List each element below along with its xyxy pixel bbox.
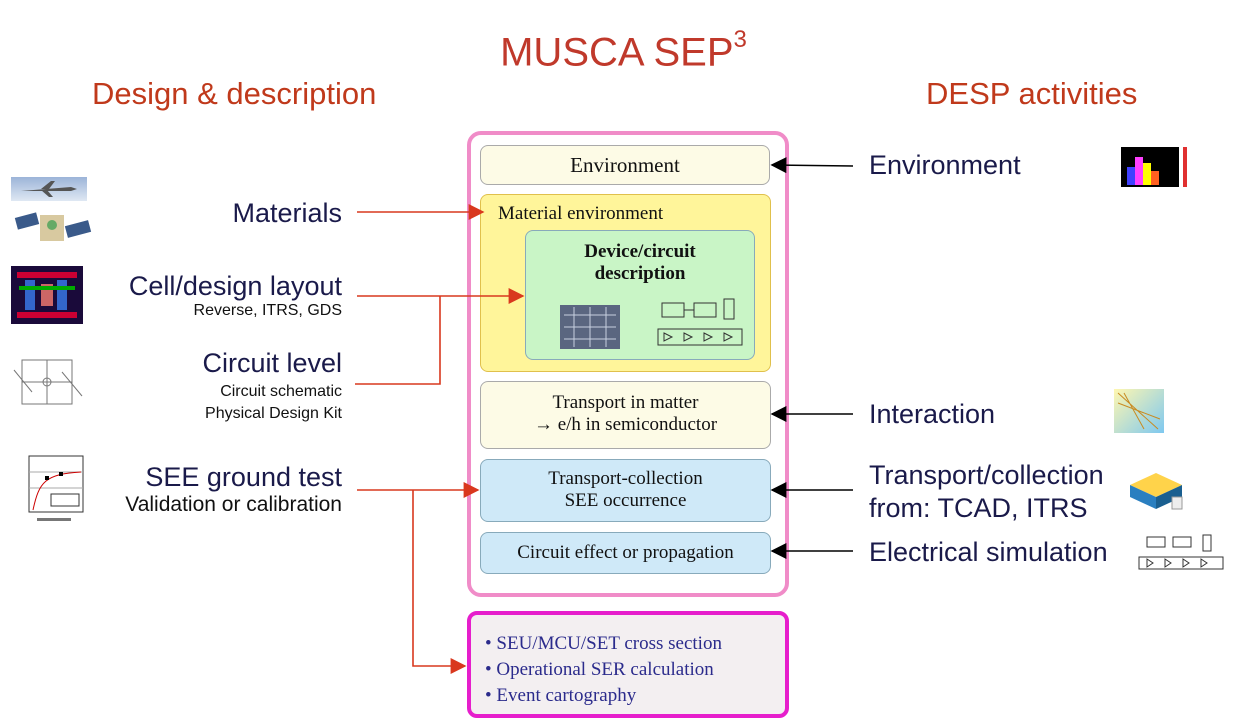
circuit-block-icon [648,297,748,353]
arrow-environment [770,157,854,174]
left-item-circuit-level: Circuit level Circuit schematic Physical… [202,348,342,425]
output-item: • Event cartography [485,685,637,706]
arrow-output [412,490,467,674]
output-item: • SEU/MCU/SET cross section [485,633,722,654]
transport-collection-box: Transport-collection SEE occurrence [480,459,771,522]
page-title: MUSCA SEP3 [500,26,747,75]
left-item-sub: Reverse, ITRS, GDS [193,302,342,319]
right-heading: DESP activities [926,76,1138,111]
circuit-schematic-icon [12,352,84,412]
material-environment-label: Material environment [498,203,664,224]
particle-track-icon [1114,389,1164,433]
left-item-sub: Circuit schematic [220,383,342,400]
right-item-transport-collection: Transport/collection from: TCAD, ITRS [869,459,1104,525]
left-item-cell-layout: Cell/design layout Reverse, ITRS, GDS [129,271,342,320]
left-item-label: SEE ground test [145,462,342,492]
airplane-icon [11,177,87,201]
device-micrograph-icon [560,305,620,349]
transport-collection-line: Transport-collection [548,468,703,489]
output-item: • Operational SER calculation [485,659,714,680]
transport-matter-line: → e/h in semiconductor [533,414,718,435]
device-circuit-line: description [594,263,686,284]
spectrum-plot-icon [1117,143,1193,191]
right-item-label: Electrical simulation [869,537,1108,567]
circuit-block-icon [1133,533,1229,573]
left-item-sub: Validation or calibration [125,493,342,516]
right-item-label: Transport/collection [869,460,1104,490]
right-item-interaction: Interaction [869,399,995,430]
left-item-materials: Materials [232,198,342,229]
device-circuit-line: Device/circuit [584,241,696,262]
musca-frame [467,131,789,597]
tcad-structure-icon [1128,467,1186,511]
left-item-sub: Physical Design Kit [205,405,342,422]
left-item-see-ground-test: SEE ground test Validation or calibratio… [125,462,342,517]
circuit-effect-box: Circuit effect or propagation [480,532,771,574]
right-item-label: Environment [869,150,1021,180]
device-circuit-box: Device/circuit description [525,230,755,360]
test-plot-icon [15,452,87,528]
left-item-label: Materials [232,198,342,228]
right-item-environment: Environment [869,150,1021,181]
transport-matter-line: Transport in matter [552,392,699,413]
satellite-icon [12,205,94,249]
environment-box: Environment [480,145,770,185]
right-item-label: Interaction [869,399,996,429]
left-item-label: Cell/design layout [128,271,342,301]
output-box: • SEU/MCU/SET cross section • Operationa… [467,611,789,718]
transport-matter-box: Transport in matter → e/h in semiconduct… [480,381,771,449]
right-item-electrical-simulation: Electrical simulation [869,537,1108,568]
arrow-circuit-level [355,296,441,385]
left-heading: Design & description [92,76,377,111]
right-item-label: from: TCAD, ITRS [869,493,1088,523]
left-item-label: Circuit level [202,348,342,378]
layout-image-icon [11,266,83,324]
transport-collection-line: SEE occurrence [564,490,687,511]
